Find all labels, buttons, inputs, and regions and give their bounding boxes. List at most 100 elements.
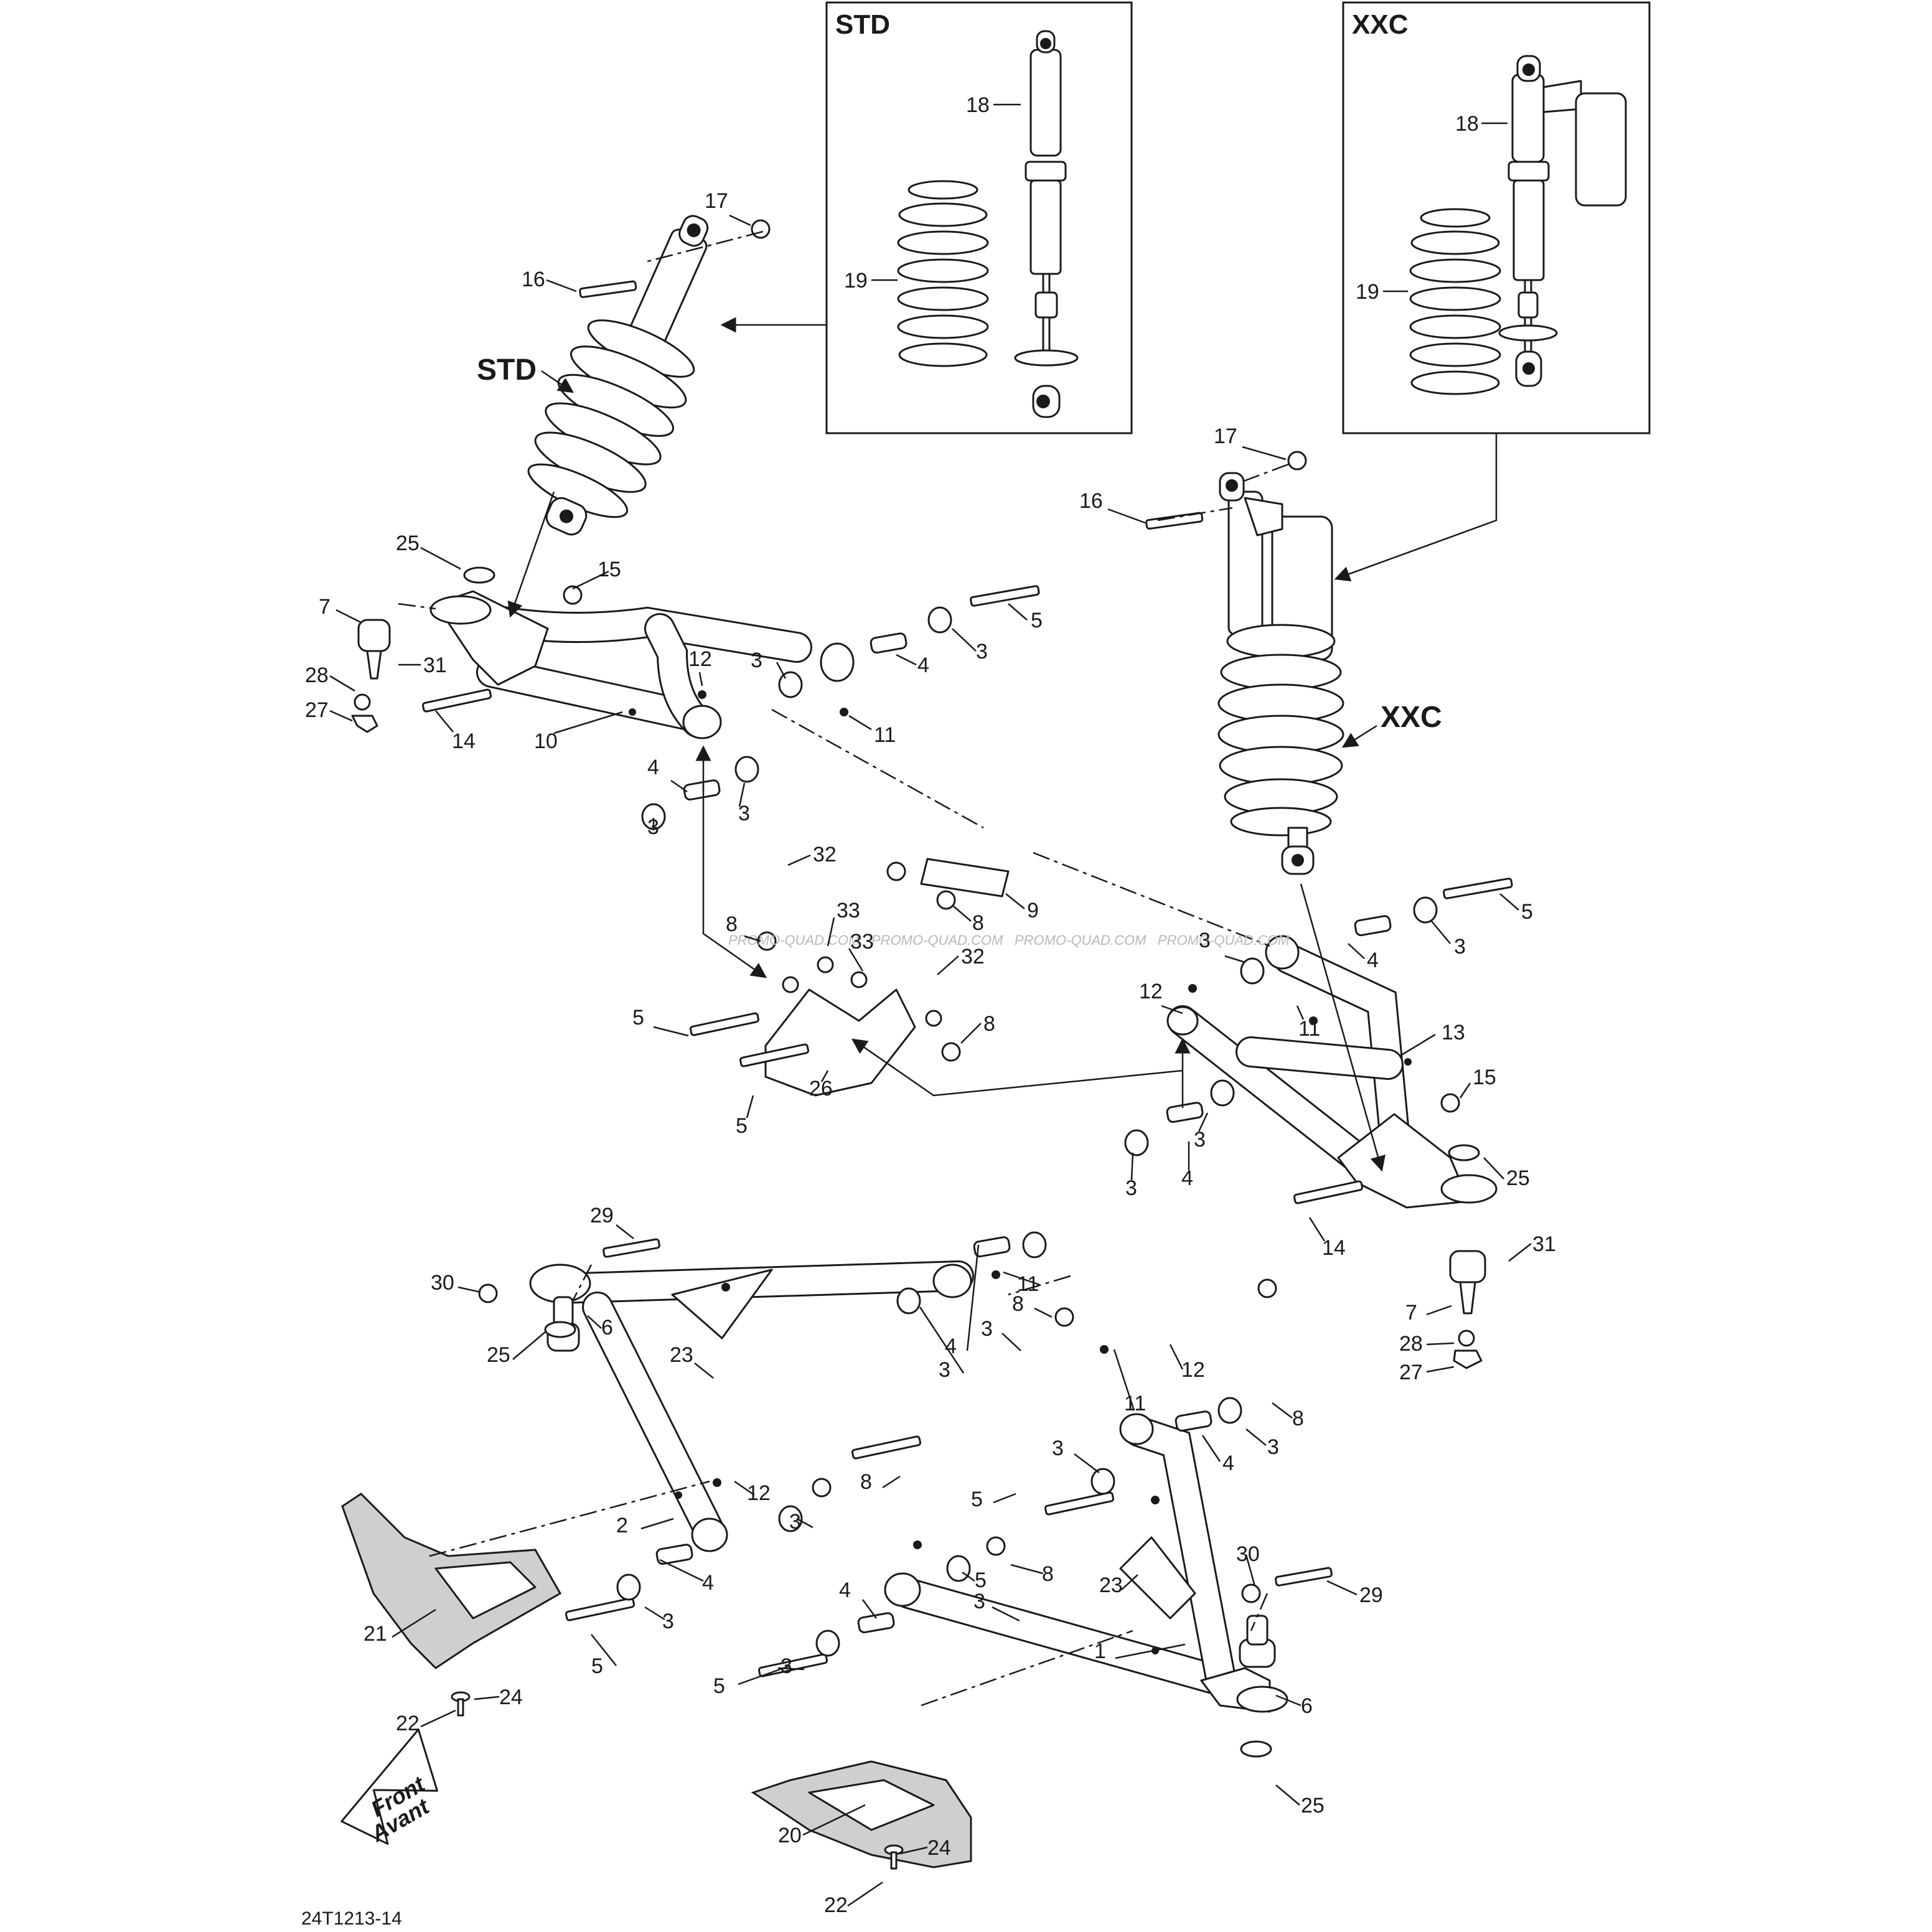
callout-15: 15: [598, 558, 621, 581]
callout-leader: [1400, 1033, 1436, 1057]
callout-leader: [738, 782, 746, 807]
ball-joint-upper-right: [1449, 1250, 1486, 1369]
shock-xxc-detail: [1498, 55, 1627, 387]
callout-12: 12: [747, 1481, 771, 1505]
callout-leader: [962, 1571, 975, 1582]
callout-leader: [512, 1331, 546, 1360]
detail-box-std: STD 18 19: [825, 1, 1133, 434]
callout-25: 25: [396, 532, 420, 555]
callout-leader: [882, 1475, 901, 1489]
callout-24: 24: [927, 1836, 951, 1860]
callout-leader: [572, 570, 609, 590]
hardware: [421, 219, 1513, 1870]
callout-leader: [1224, 955, 1245, 964]
callout-leader: [1296, 1005, 1305, 1020]
callout-33: 33: [837, 899, 860, 922]
callout-leader: [746, 1095, 754, 1118]
callout-9: 9: [1027, 899, 1039, 922]
watermark-strip: PROMO-QUAD.COM PROMO-QUAD.COM PROMO-QUAD…: [728, 932, 1290, 948]
callout-leader: [457, 1286, 481, 1293]
callout-leader: [1001, 1333, 1021, 1351]
ball-joint-lower-right: [1239, 1615, 1276, 1668]
detail-box-xxc-title: XXC: [1352, 9, 1408, 40]
watermark-4: PROMO-QUAD.COM: [1158, 932, 1290, 948]
watermark-1: PROMO-QUAD.COM: [728, 932, 860, 948]
callout-leader: [1483, 1157, 1504, 1179]
callout-2: 2: [616, 1514, 628, 1537]
variant-label-xxc: XXC: [1381, 701, 1442, 734]
skid-plate-right: [751, 1760, 972, 1869]
callout-5: 5: [713, 1674, 725, 1698]
callout-30: 30: [431, 1271, 454, 1295]
callout-6: 6: [601, 1316, 613, 1339]
callout-8: 8: [860, 1470, 872, 1494]
callout-31: 31: [1532, 1232, 1556, 1256]
callout-3: 3: [751, 649, 762, 672]
callout-11: 11: [1124, 1392, 1146, 1415]
callout-leader: [802, 1804, 866, 1836]
callout-leader: [1272, 1402, 1293, 1419]
callout-19-xxc: 19: [1356, 280, 1379, 304]
callout-leader: [776, 662, 787, 679]
upper-a-arm-left: [429, 590, 855, 739]
callout-10: 10: [534, 729, 558, 753]
shock-xxc-assembly: [1217, 472, 1344, 875]
callout-11: 11: [1017, 1272, 1039, 1296]
callout-leader: [960, 1023, 982, 1044]
callout-leader: [1034, 1307, 1053, 1318]
callout-leader: [474, 1695, 500, 1700]
callout-28: 28: [305, 664, 329, 687]
callout-leader: [734, 1480, 755, 1496]
callout-leader: [1275, 1694, 1301, 1707]
callout-5: 5: [1521, 900, 1533, 924]
callout-leader: [1169, 1344, 1184, 1370]
callout-29: 29: [1359, 1583, 1383, 1607]
callout-3: 3: [1199, 929, 1211, 952]
shock-std-detail: [1014, 30, 1079, 418]
detail-box-xxc: XXC 18 19: [1342, 1, 1651, 434]
callout-19-std: 19: [844, 269, 868, 293]
lower-a-arm-left: [529, 1260, 974, 1552]
spring-xxc-detail: [1409, 208, 1501, 395]
callout-leader: [640, 1517, 674, 1530]
callout-3: 3: [662, 1610, 674, 1633]
callout-1: 1: [1094, 1639, 1106, 1663]
callout-leader: [848, 715, 872, 731]
callout-3: 3: [1194, 1128, 1206, 1151]
callout-18-xxc: 18: [1455, 112, 1479, 136]
callout-leader: [591, 1634, 617, 1666]
callout-leader: [847, 1881, 883, 1907]
callout-leader: [1245, 1428, 1267, 1446]
callout-4: 4: [647, 756, 659, 779]
callout-8: 8: [1042, 1562, 1054, 1586]
callout-leader: [896, 654, 917, 666]
callout-leader: [329, 710, 353, 722]
callout-17: 17: [705, 189, 728, 213]
callout-leader: [1459, 1082, 1471, 1099]
callout-leader: [1275, 1784, 1300, 1806]
callout-leader: [953, 906, 972, 922]
ball-joint-upper-left: [351, 619, 391, 733]
callout-3: 3: [781, 1654, 792, 1678]
callout-3: 3: [1267, 1435, 1279, 1459]
callout-33: 33: [850, 930, 874, 954]
callout-26: 26: [809, 1077, 833, 1100]
callout-leader: [1348, 943, 1365, 959]
assembly-lines: [398, 230, 1386, 1707]
callout-leader: [1115, 1643, 1186, 1659]
callout-25: 25: [1301, 1794, 1325, 1817]
callout-leader: [796, 1517, 814, 1529]
callout-leader: [653, 1026, 689, 1037]
upper-a-arm-right: [1166, 935, 1498, 1209]
callout-4: 4: [945, 1334, 957, 1358]
callout-7: 7: [319, 595, 331, 619]
callout-leader: [1308, 1217, 1326, 1242]
callout-leader: [335, 609, 362, 624]
callout-23: 23: [670, 1343, 693, 1367]
callout-leader: [919, 1306, 965, 1374]
detail-box-std-title: STD: [835, 9, 890, 40]
callout-leader: [587, 1315, 602, 1329]
callout-18-std: 18: [966, 93, 990, 117]
callout-leader: [861, 1599, 878, 1619]
